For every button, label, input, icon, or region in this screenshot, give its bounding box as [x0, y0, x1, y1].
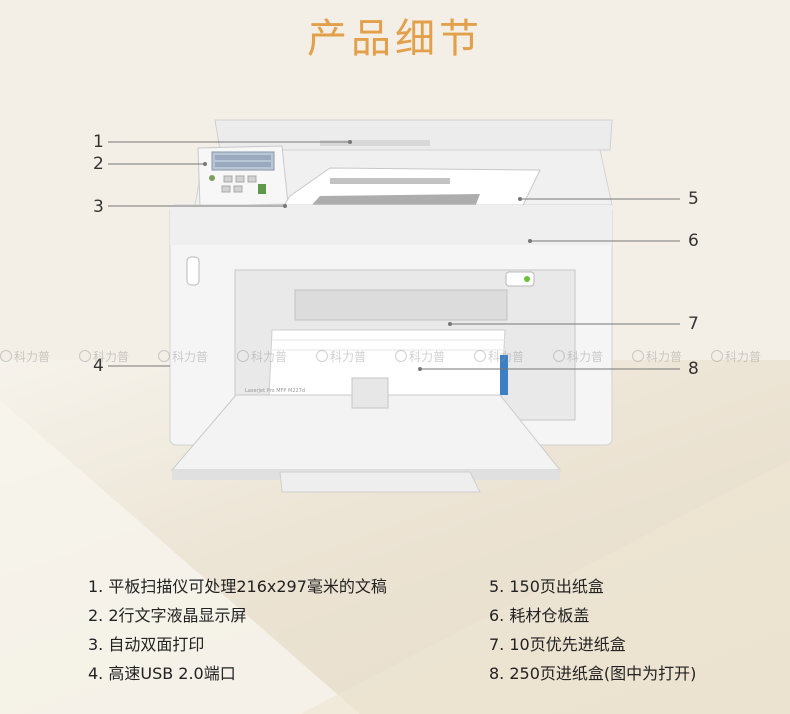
feature-item: 8. 250页进纸盒(图中为打开) — [489, 664, 697, 683]
watermark: 科力普 — [632, 346, 711, 366]
feature-item: 5. 150页出纸盒 — [489, 577, 604, 596]
watermark-row: 科力普 科力普 科力普 科力普 科力普 科力普 科力普 科力普 科力普 科力普 — [0, 346, 790, 366]
watermark: 科力普 — [316, 346, 395, 366]
control-panel — [197, 145, 289, 207]
printer-illustration: LaserJet Pro MFP M227d — [108, 119, 680, 493]
open-input-tray — [170, 377, 562, 493]
watermark-logo-icon — [632, 350, 644, 362]
watermark: 科力普 — [553, 346, 632, 366]
watermark-logo-icon — [237, 350, 249, 362]
watermark-logo-icon — [474, 350, 486, 362]
watermark-logo-icon — [395, 350, 407, 362]
watermark-logo-icon — [79, 350, 91, 362]
watermark-logo-icon — [158, 350, 170, 362]
watermark-logo-icon — [316, 350, 328, 362]
watermark-logo-icon — [0, 350, 12, 362]
watermark: 科力普 — [711, 346, 790, 366]
watermark: 科力普 — [79, 346, 158, 366]
callout-4: 4 — [93, 356, 104, 376]
feature-item: 7. 10页优先进纸盒 — [489, 635, 626, 654]
watermark: 科力普 — [0, 346, 79, 366]
callout-5: 5 — [688, 189, 699, 209]
features-list-left: 1. 平板扫描仪可处理216x297毫米的文稿 2. 2行文字液晶显示屏 3. … — [88, 572, 387, 688]
callout-3: 3 — [93, 197, 104, 217]
callout-lines — [108, 141, 680, 370]
watermark-logo-icon — [711, 350, 723, 362]
watermark: 科力普 — [395, 346, 474, 366]
callout-1: 1 — [93, 132, 104, 152]
callout-2: 2 — [93, 154, 104, 174]
features-list-right: 5. 150页出纸盒 6. 耗材仓板盖 7. 10页优先进纸盒 8. 250页进… — [489, 572, 696, 688]
watermark-logo-icon — [553, 350, 565, 362]
feature-item: 6. 耗材仓板盖 — [489, 606, 590, 625]
feature-item: 2. 2行文字液晶显示屏 — [88, 606, 247, 625]
watermark: 科力普 — [158, 346, 237, 366]
feature-item: 1. 平板扫描仪可处理216x297毫米的文稿 — [88, 577, 387, 596]
feature-item: 4. 高速USB 2.0端口 — [88, 664, 236, 683]
watermark: 科力普 — [474, 346, 553, 366]
printer-model-label: LaserJet Pro MFP M227d — [245, 388, 305, 394]
feature-item: 3. 自动双面打印 — [88, 635, 205, 654]
callout-7: 7 — [688, 314, 699, 334]
watermark: 科力普 — [237, 346, 316, 366]
page-title: 产品细节 — [307, 16, 483, 62]
callout-8: 8 — [688, 359, 699, 379]
callout-6: 6 — [688, 231, 699, 251]
